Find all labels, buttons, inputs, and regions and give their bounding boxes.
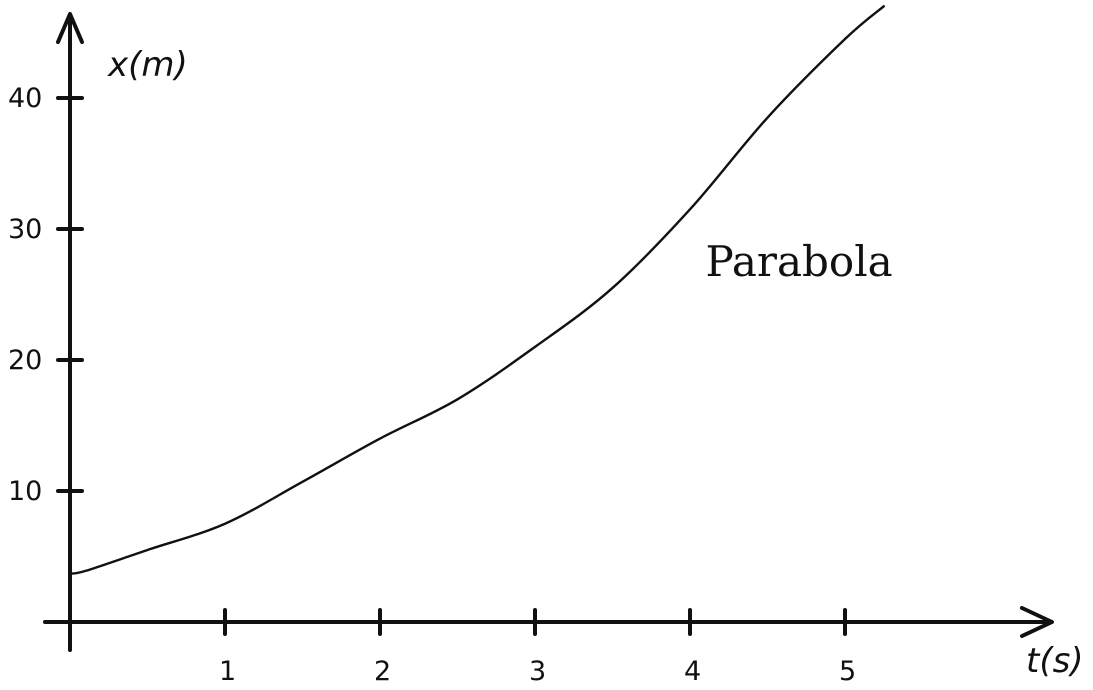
x-ticks: 1 2 3 4 5 [219, 608, 856, 687]
x-axis-arrowhead [1020, 606, 1054, 638]
y-axis-label: x(m) [107, 45, 188, 85]
y-ticks: 10 20 30 40 [8, 83, 84, 507]
x-tick-label-4: 4 [684, 656, 701, 687]
y-tick-label-10: 10 [8, 476, 42, 507]
annotation-label: Parabola [706, 237, 893, 286]
x-tick-label-2: 2 [374, 656, 391, 687]
y-axis-arrowhead [56, 12, 84, 44]
y-tick-label-40: 40 [8, 83, 42, 114]
x-axis-label: t(s) [1026, 641, 1084, 681]
y-tick-label-30: 30 [8, 214, 42, 245]
y-tick-label-20: 20 [8, 345, 42, 376]
series-curve [68, 5, 885, 575]
x-tick-label-5: 5 [839, 656, 856, 687]
chart-plot: 1 2 3 4 5 10 20 30 40 x(m) t(s) Parabola [8, 5, 1084, 687]
x-tick-label-3: 3 [529, 656, 546, 687]
x-tick-label-1: 1 [219, 656, 236, 687]
